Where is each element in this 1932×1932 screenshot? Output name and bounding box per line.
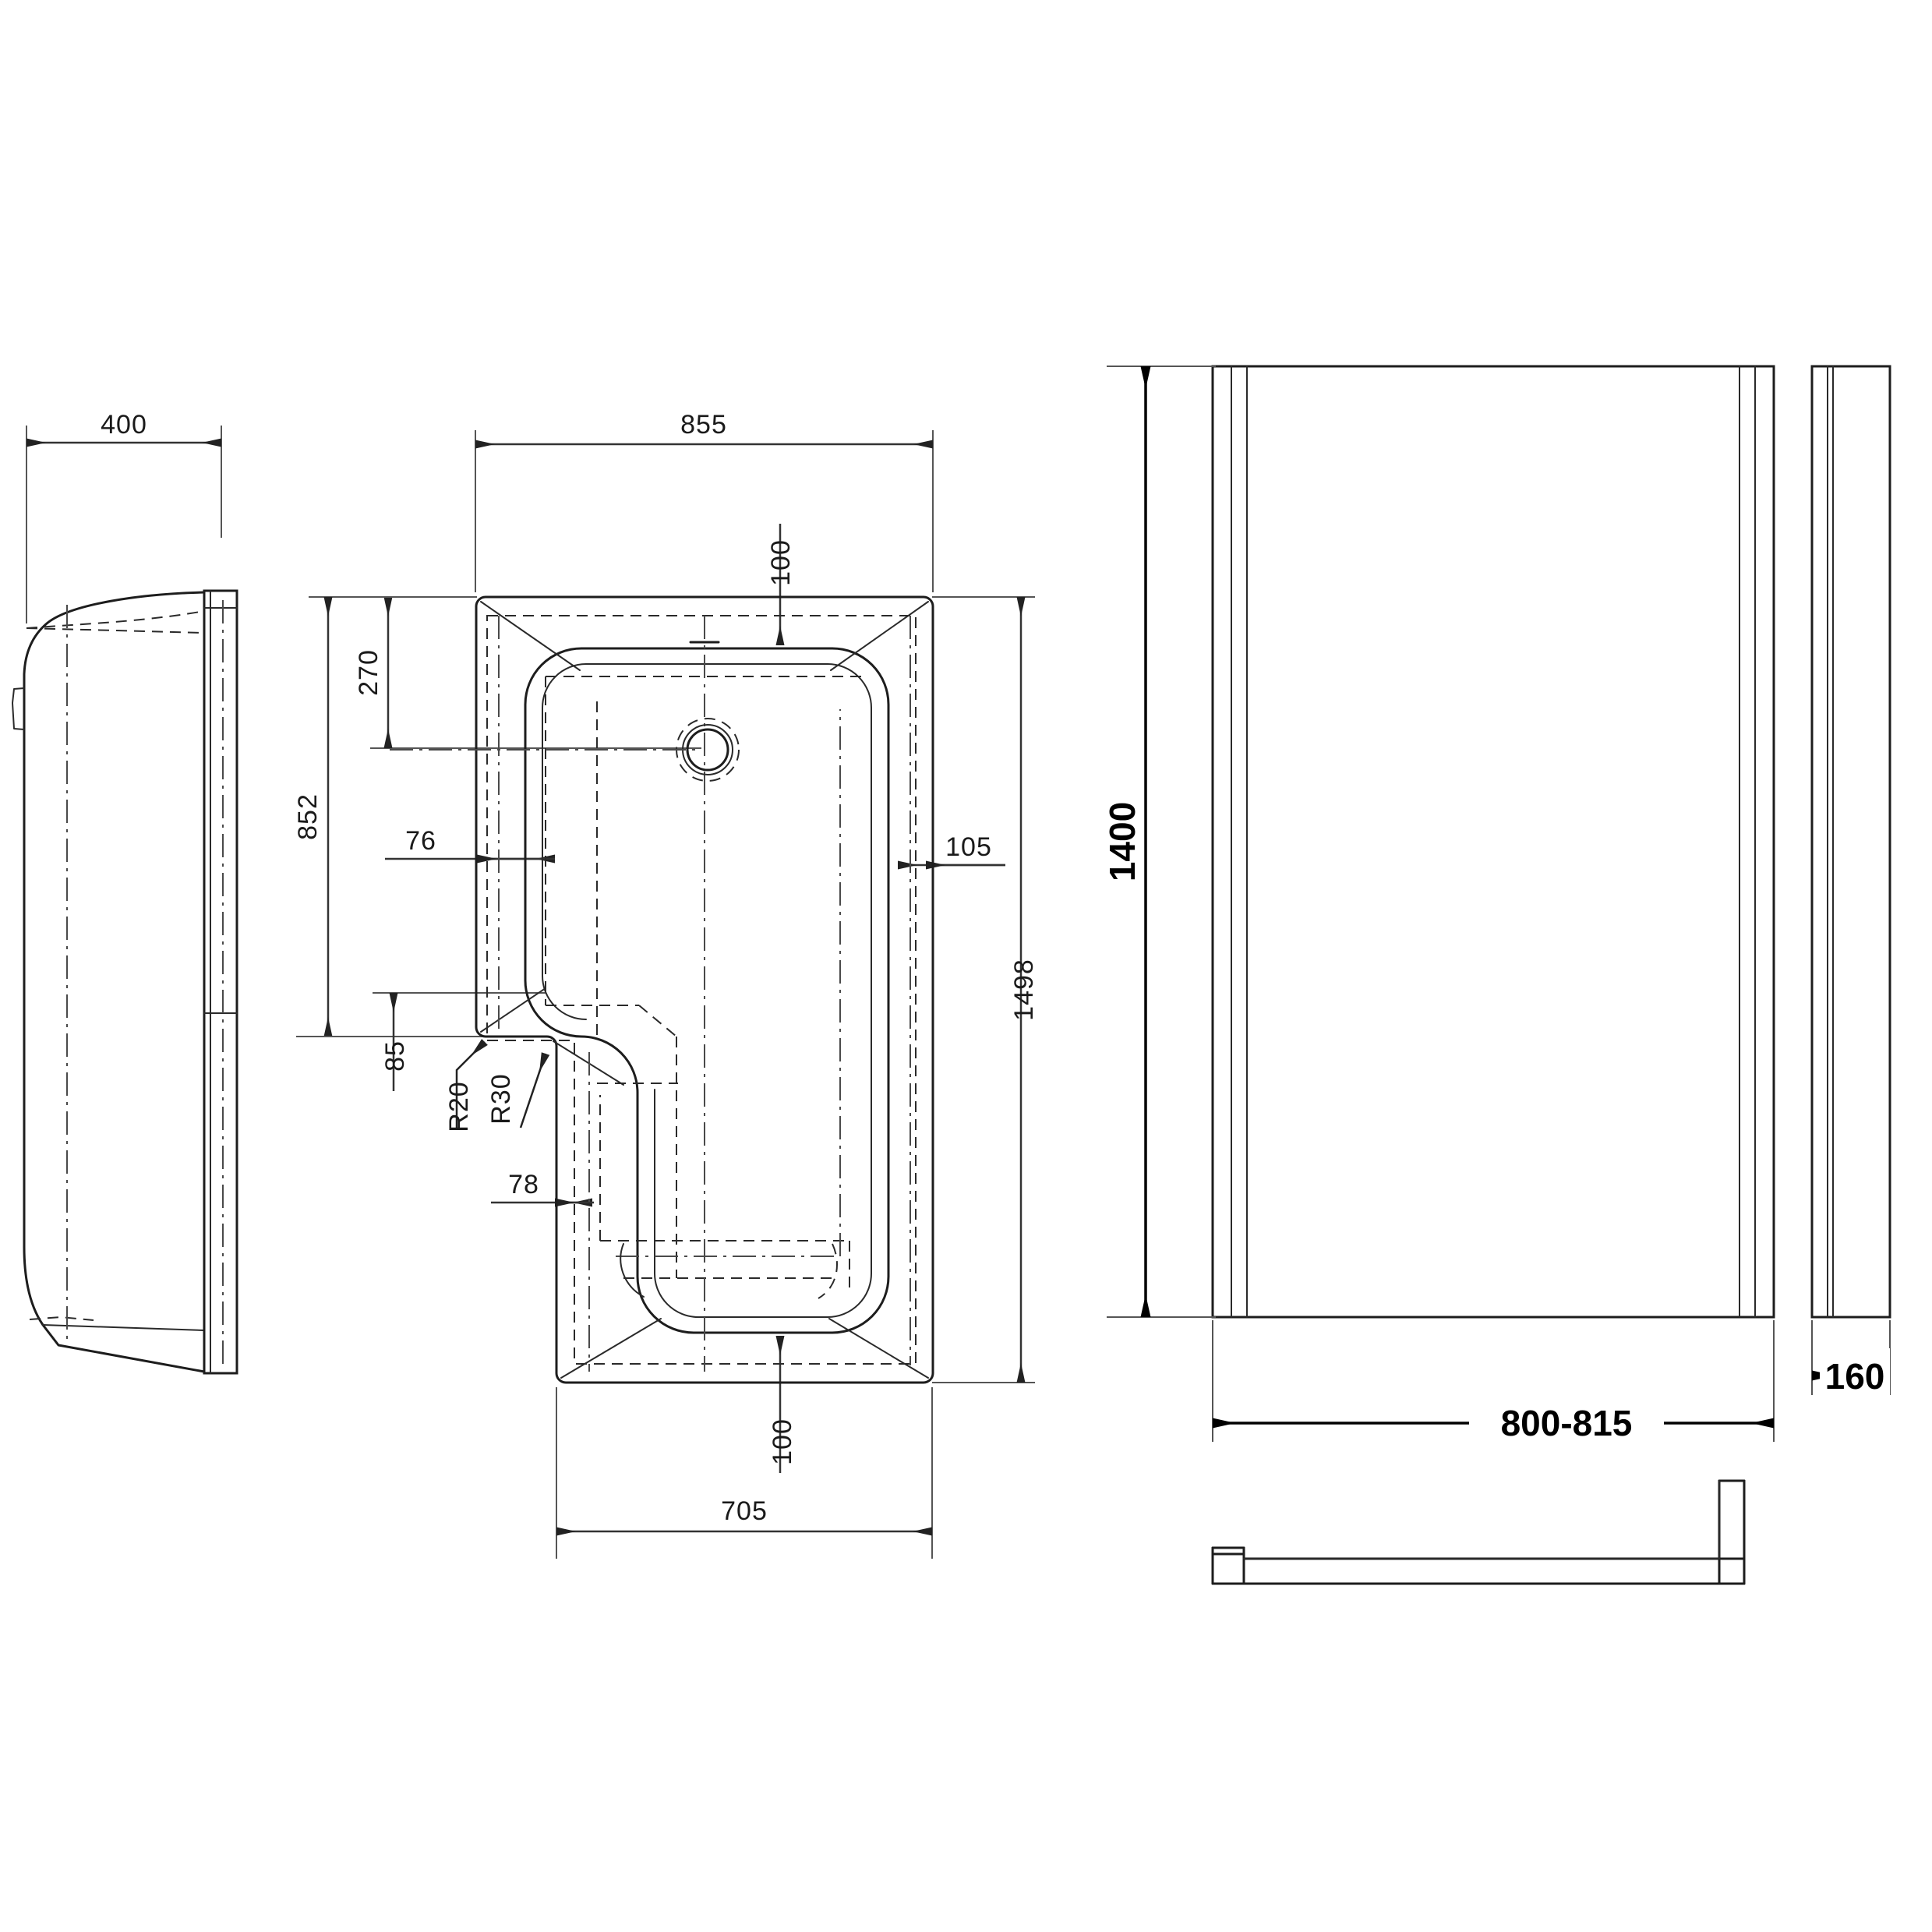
dimension-label-852: 852 — [293, 793, 323, 840]
dimension-105: 105 — [898, 832, 1005, 870]
dimension-100-bottom: 100 — [768, 1336, 797, 1473]
dimension-label-R20: R20 — [444, 1081, 474, 1132]
dimension-label-100-top: 100 — [766, 539, 796, 586]
dimension-400: 400 — [26, 410, 222, 623]
dimension-label-400: 400 — [101, 410, 147, 440]
dimension-label-855: 855 — [680, 410, 727, 440]
dimension-label-78: 78 — [508, 1170, 539, 1199]
dimension-270: 270 — [354, 596, 701, 749]
dimension-label-76: 76 — [405, 826, 436, 856]
dimension-160: 160 — [1811, 1320, 1891, 1401]
dimension-800-815: 800-815 — [1212, 1320, 1775, 1451]
dimension-R30: R30 — [486, 1052, 550, 1128]
dimension-label-100-bottom: 100 — [768, 1418, 797, 1465]
dimension-label-705: 705 — [721, 1496, 768, 1526]
dimension-85: 85 — [296, 992, 546, 1091]
dimension-705: 705 — [556, 1387, 933, 1559]
panel-side-body — [1810, 365, 1891, 1319]
side-profile-outline — [12, 591, 206, 1373]
view-side-elevation: 400 — [12, 410, 238, 1375]
dimension-855: 855 — [475, 410, 934, 592]
view-panel-front: 1400 800-815 — [1102, 365, 1775, 1451]
dimension-78: 78 — [491, 1170, 594, 1207]
dimension-1400: 1400 — [1102, 366, 1216, 1318]
dimension-label-800-815: 800-815 — [1501, 1403, 1633, 1443]
dimension-label-1498: 1498 — [1009, 959, 1039, 1021]
waste-outlet-icon — [390, 718, 740, 782]
dimension-1498: 1498 — [932, 596, 1039, 1383]
dimension-label-85: 85 — [380, 1040, 410, 1072]
view-plan: 855 100 270 852 — [293, 410, 1039, 1559]
dimension-852: 852 — [293, 596, 514, 1037]
dimension-76: 76 — [385, 826, 555, 864]
panel-front-body — [1211, 365, 1775, 1319]
view-panel-plan — [1211, 1479, 1746, 1585]
dimension-label-105: 105 — [945, 832, 992, 862]
dimension-label-270: 270 — [354, 649, 383, 696]
dimension-label-R30: R30 — [486, 1073, 516, 1124]
bath-plan-geometry — [390, 595, 934, 1384]
dimension-R20: R20 — [444, 1039, 488, 1132]
dimension-label-160: 160 — [1825, 1356, 1885, 1397]
dimension-label-1400: 1400 — [1102, 802, 1143, 881]
side-wall-strip — [203, 589, 238, 1375]
dimension-100-top: 100 — [766, 524, 796, 645]
view-panel-side: 160 — [1810, 365, 1891, 1401]
